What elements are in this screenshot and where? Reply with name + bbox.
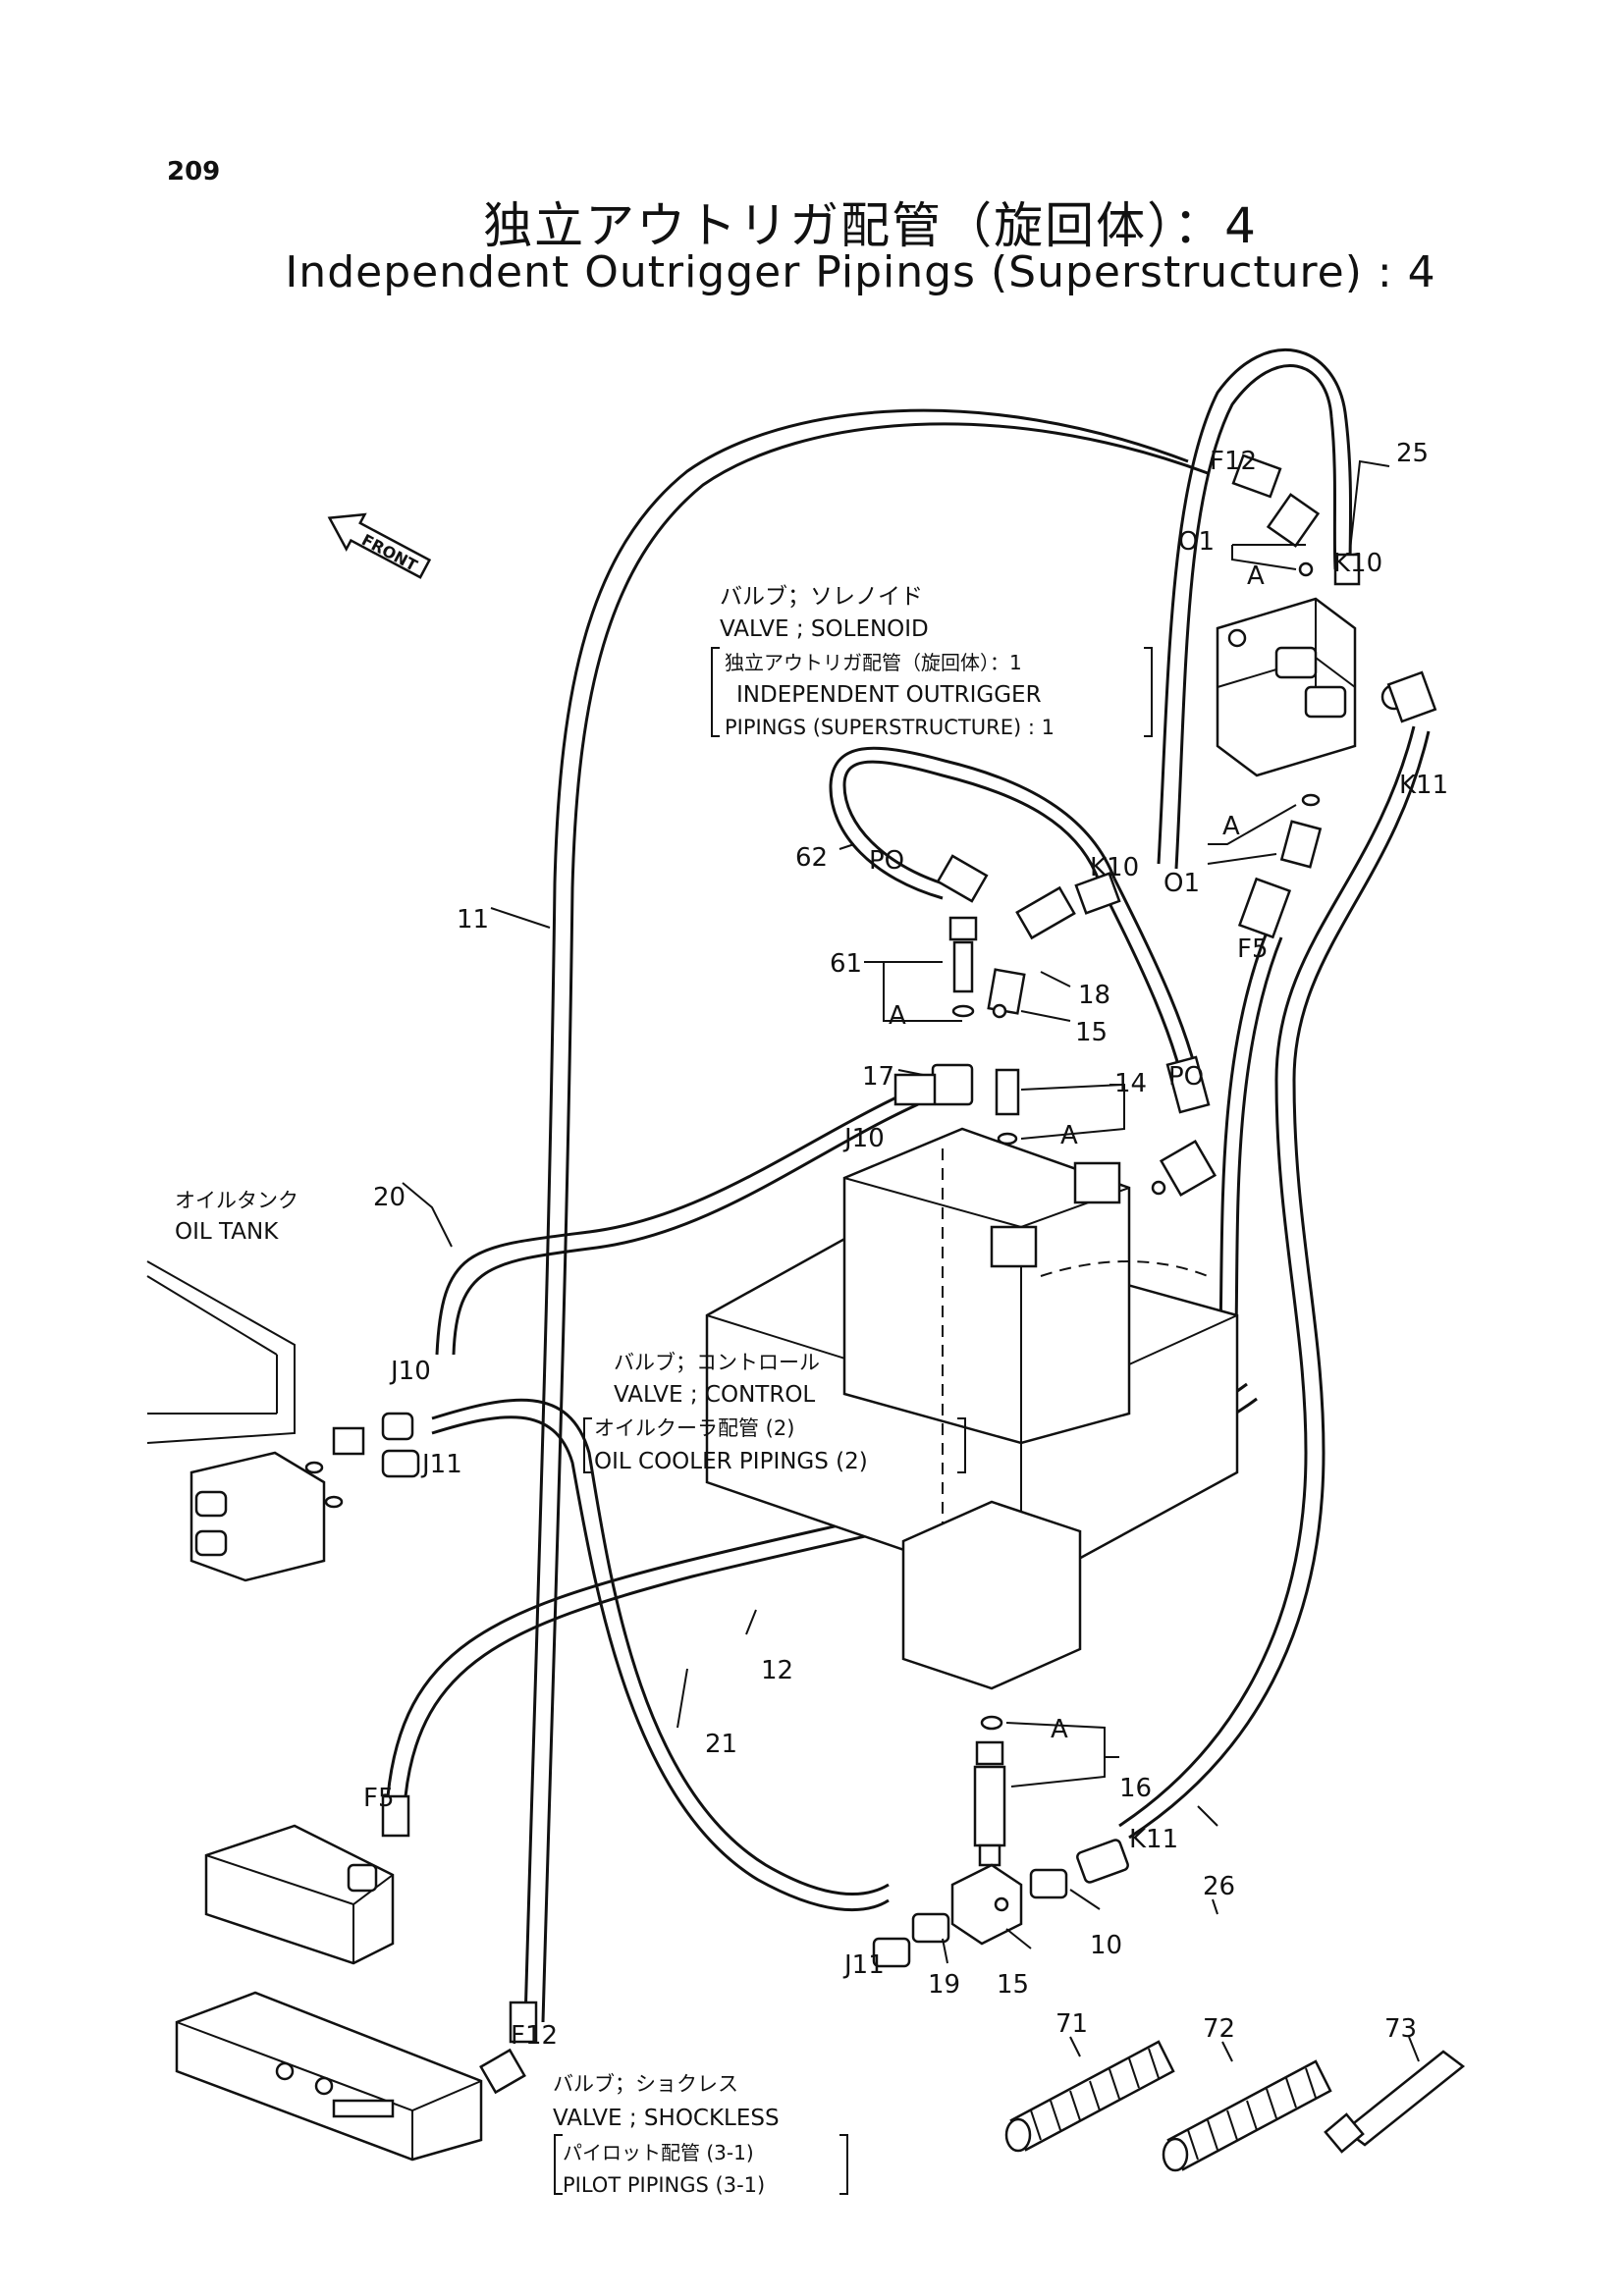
callout-73: 73 [1384,2014,1417,2044]
note-shockless: バルブ；ショクレス VALVE ; SHOCKLESS パイロット配管 (3-1… [553,2072,780,2197]
callout-po-left: PO [869,846,904,876]
fitting-po-right [1151,1055,1217,1198]
fitting-61 [936,854,989,1018]
callout-a-14: A [1060,1121,1078,1150]
callout-a-top: A [1247,561,1265,591]
svg-text:オイルクーラ配管 (2): オイルクーラ配管 (2) [594,1416,794,1440]
note-solenoid: バルブ；ソレノイド VALVE ; SOLENOID 独立アウトリガ配管（旋回体… [720,584,1055,739]
page-number: 209 [167,157,221,187]
callout-18: 18 [1078,981,1110,1010]
spiral-guard-72 [1162,2059,1332,2172]
callout-72: 72 [1203,2014,1235,2044]
fitting-15-bot [950,1863,1023,1946]
fitting-14 [995,1068,1020,1146]
svg-text:PIPINGS (SUPERSTRUCTURE) : 1: PIPINGS (SUPERSTRUCTURE) : 1 [725,716,1055,739]
front-label: FRONT [358,530,420,575]
callout-j10-top: J10 [842,1124,885,1153]
svg-text:PILOT PIPINGS (3-1): PILOT PIPINGS (3-1) [563,2173,765,2197]
callout-po-right: PO [1168,1062,1204,1092]
hose-26 [1118,725,1431,1840]
svg-text:VALVE ; CONTROL: VALVE ; CONTROL [614,1382,815,1408]
oil-tank [146,1260,420,1582]
callout-25: 25 [1396,439,1429,468]
callout-71: 71 [1055,2009,1088,2039]
callout-15-bot: 15 [997,1970,1029,2000]
callout-j11-left: J11 [420,1450,462,1479]
callout-o1-mid: O1 [1163,869,1200,898]
callout-11: 11 [457,905,489,934]
title-japanese: 独立アウトリガ配管（旋回体）：4 [483,197,1258,254]
note-brackets [554,647,1153,2195]
svg-text:オイルタンク: オイルタンク [175,1189,298,1212]
callout-o1-top: O1 [1178,527,1215,557]
svg-text:VALVE ; SHOCKLESS: VALVE ; SHOCKLESS [553,2106,780,2131]
fitting-15-top [987,968,1026,1019]
svg-text:独立アウトリガ配管（旋回体）：1: 独立アウトリガ配管（旋回体）：1 [725,651,1022,674]
control-valve [705,1127,1239,1690]
svg-text:VALVE ; SOLENOID: VALVE ; SOLENOID [720,616,929,642]
callout-a-mid: A [1222,812,1240,841]
block-f5 [204,1794,410,1965]
shockless-valve [175,1991,538,2162]
note-oil-tank: オイルタンク OIL TANK [175,1189,298,1245]
fitting-16 [973,1715,1006,1867]
hose-25 [1157,347,1353,870]
callout-k10-top: K10 [1333,549,1382,578]
callout-a-bot: A [1051,1715,1068,1744]
callout-j10-left: J10 [389,1357,431,1386]
note-control: バルブ；コントロール VALVE ; CONTROL オイルクーラ配管 (2) … [594,1351,868,1474]
callout-17: 17 [862,1062,894,1092]
callout-f5-left: F5 [363,1784,395,1813]
callout-20: 20 [373,1183,406,1212]
hose-21 [431,1398,890,1912]
svg-text:OIL COOLER PIPINGS (2): OIL COOLER PIPINGS (2) [594,1449,868,1474]
callout-k11-bot: K11 [1129,1825,1178,1854]
cable-tie-73 [1324,2050,1466,2154]
svg-text:バルブ；ショクレス: バルブ；ショクレス [553,2072,738,2096]
callout-12: 12 [761,1656,793,1685]
callout-14: 14 [1114,1069,1147,1098]
callout-15-top: 15 [1075,1018,1108,1047]
callout-a-61: A [889,1001,906,1031]
hose-20 [435,1088,919,1356]
leader-lines [402,459,1420,2062]
title-english: Independent Outrigger Pipings (Superstru… [285,247,1436,297]
callout-19: 19 [928,1970,960,2000]
fitting-f12-top [1231,454,1321,548]
svg-text:バルブ；ソレノイド: バルブ；ソレノイド [720,584,923,610]
fitting-10 [1029,1839,1129,1899]
fitting-19 [872,1912,950,1968]
fitting-k11-top [1386,670,1437,723]
callout-f12-top: F12 [1210,447,1257,476]
callout-61: 61 [830,949,862,979]
fitting-o1-mid [1237,793,1323,939]
callout-f12-bot: F12 [511,2021,558,2051]
svg-text:パイロット配管 (3-1): パイロット配管 (3-1) [563,2141,754,2164]
callouts: 25 F12 O1 A K10 K11 A O1 F5 62 PO K10 11… [363,439,1448,2051]
solenoid-valve [1216,553,1408,777]
front-arrow: FRONT [327,512,432,579]
callout-62: 62 [795,843,828,873]
callout-16: 16 [1119,1774,1152,1803]
svg-text:バルブ；コントロール: バルブ；コントロール [614,1351,820,1374]
hose-11 [523,408,1209,2023]
svg-text:INDEPENDENT OUTRIGGER: INDEPENDENT OUTRIGGER [736,682,1042,708]
callout-21: 21 [705,1730,737,1759]
callout-k11-top: K11 [1399,771,1448,800]
callout-k10-mid: K10 [1090,853,1139,882]
callout-26: 26 [1203,1872,1235,1901]
callout-10: 10 [1090,1931,1122,1960]
callout-j11-bot: J11 [842,1950,885,1980]
hose-62 [829,746,1116,900]
callout-f5-top: F5 [1237,934,1269,964]
spiral-guard-71 [1004,2040,1175,2153]
fitting-17 [893,1063,974,1106]
svg-text:OIL TANK: OIL TANK [175,1219,279,1245]
fitting-18 [1015,872,1121,940]
